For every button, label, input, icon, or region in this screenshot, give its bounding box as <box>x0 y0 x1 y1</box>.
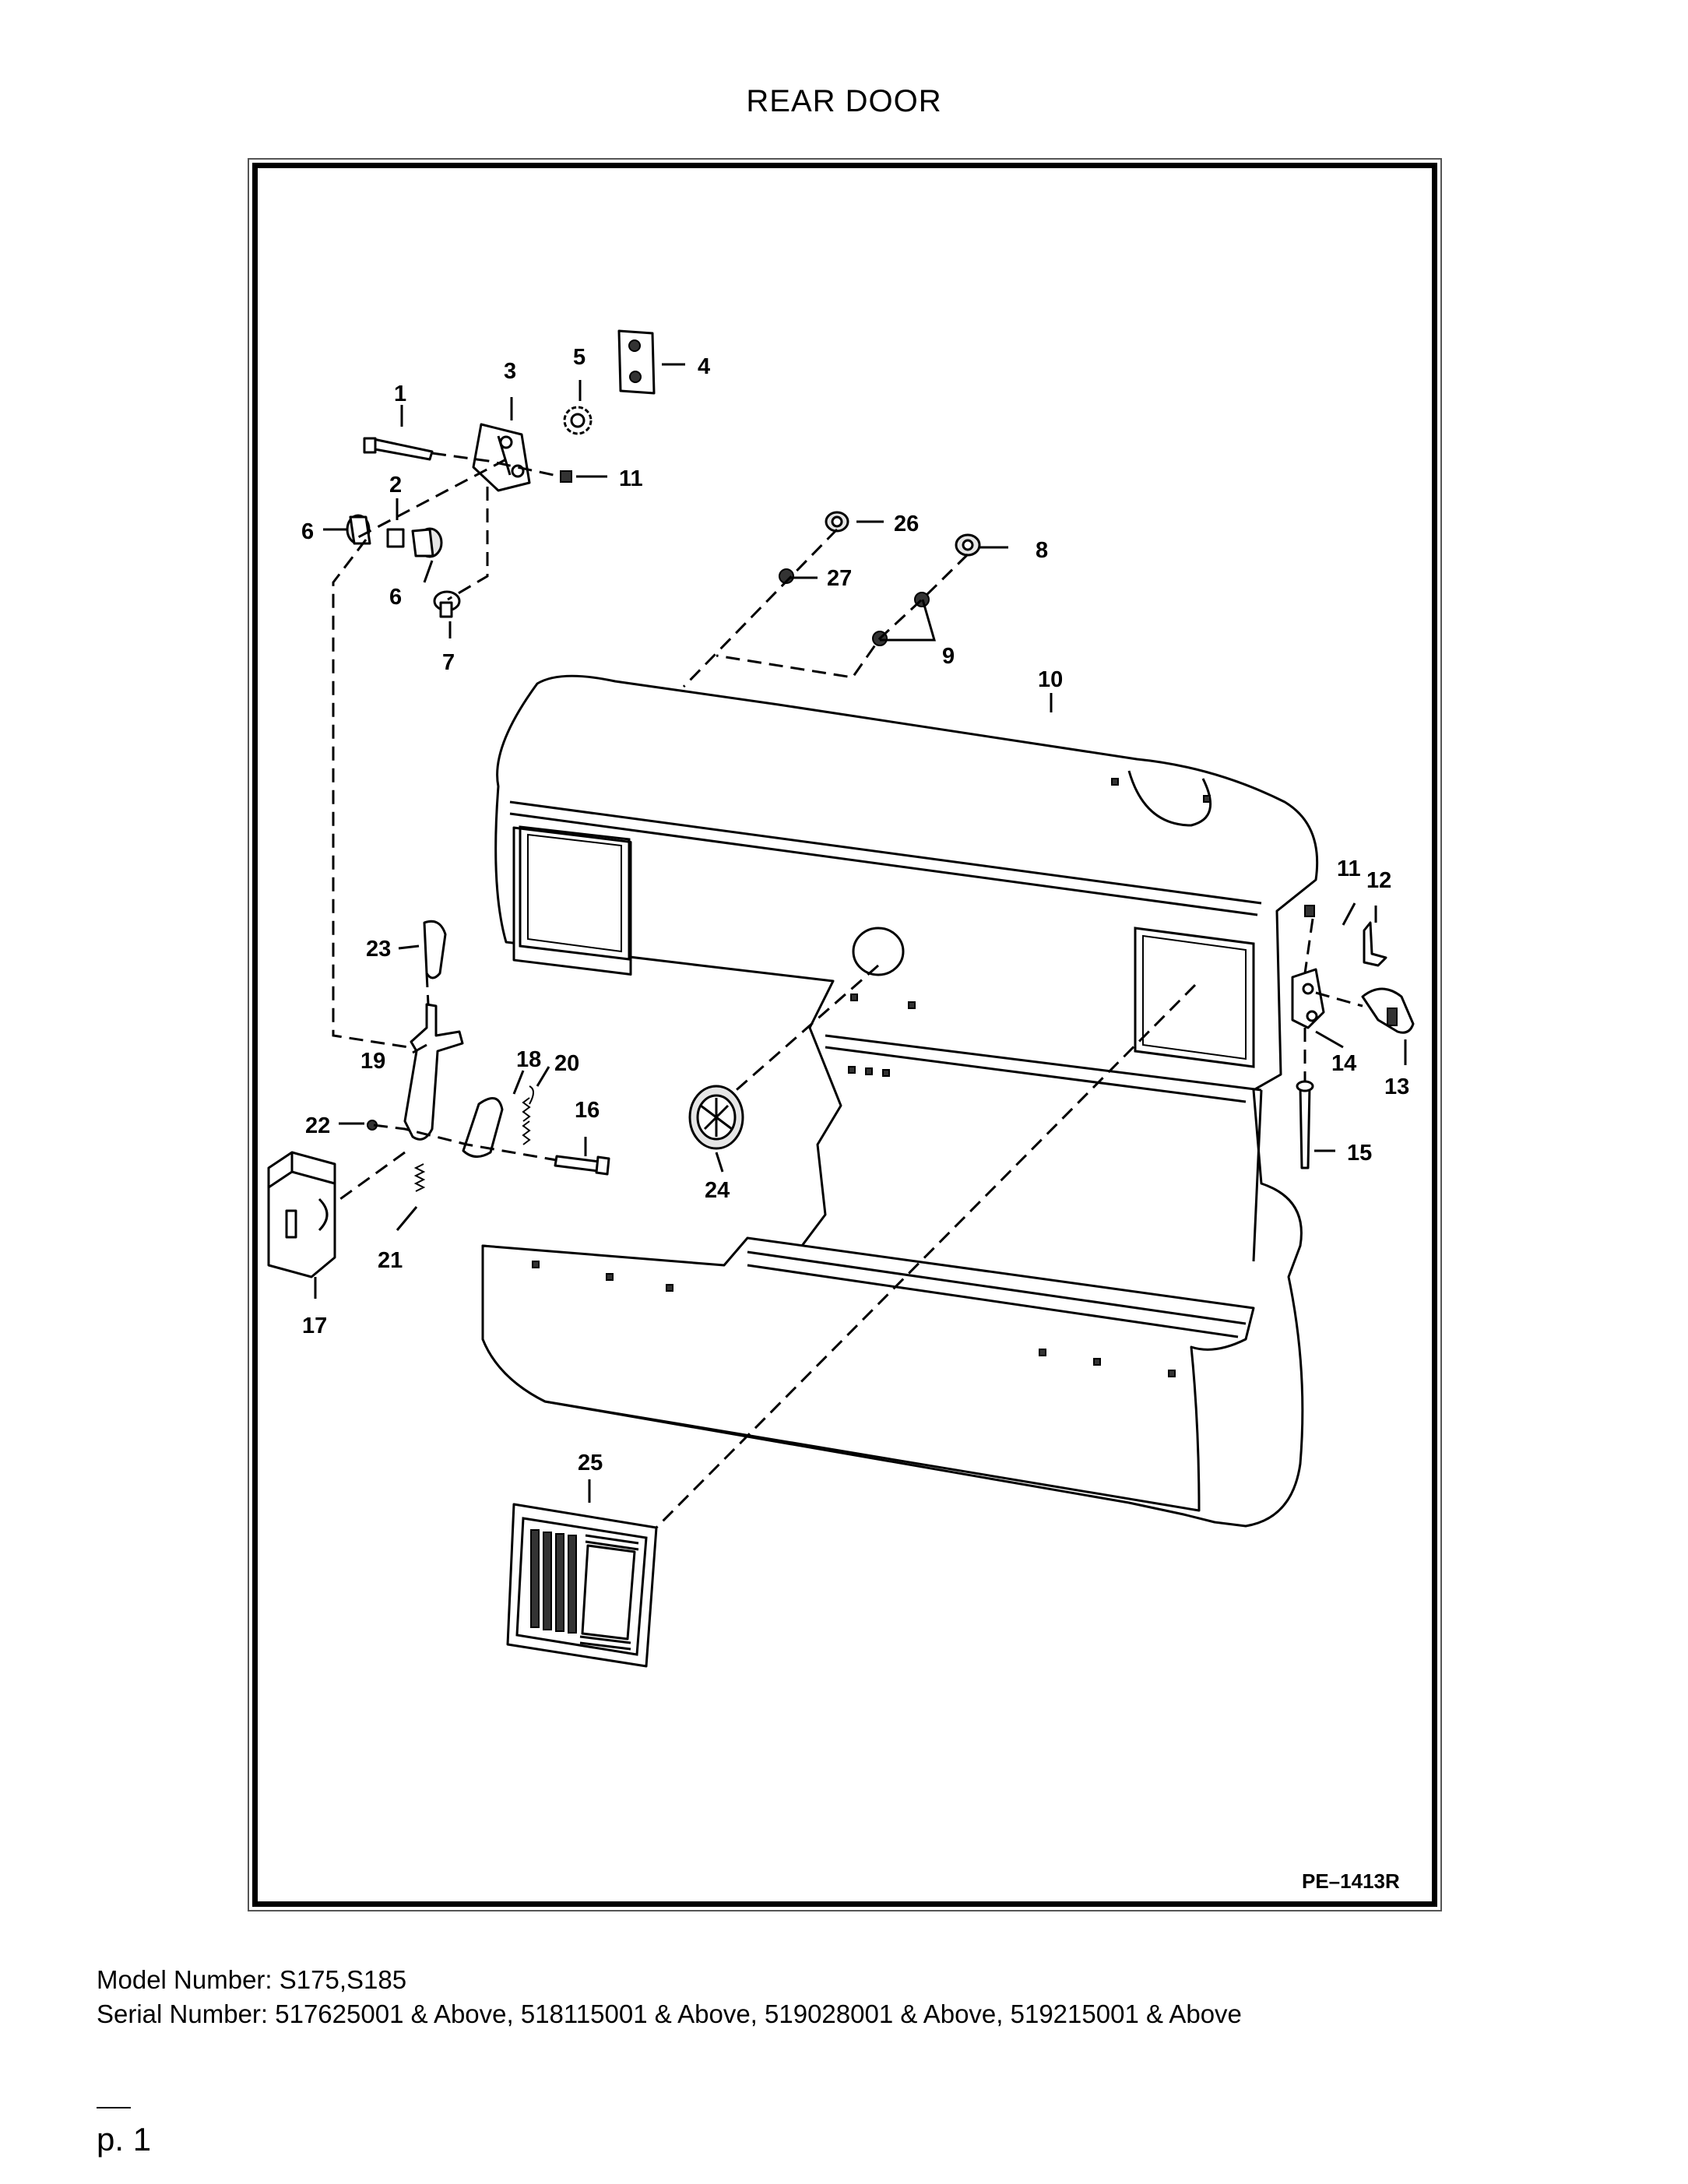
callout-25: 25 <box>578 1451 603 1475</box>
callout-23: 23 <box>366 937 391 962</box>
top-fasteners <box>779 511 981 646</box>
latch-cam <box>462 1097 504 1158</box>
serial-number: Serial Number: 517625001 & Above, 518115… <box>97 1999 1242 2028</box>
hinge-plate <box>617 329 656 395</box>
lock-washer <box>563 406 593 435</box>
callout-6a: 6 <box>301 519 314 544</box>
callout-labels: 1 2 3 4 5 6 6 7 8 9 10 11 11 12 13 14 15… <box>301 345 1409 1893</box>
callout-3: 3 <box>504 359 516 384</box>
hinge-bolt <box>363 437 434 461</box>
right-latch-parts <box>1291 905 1415 1169</box>
callout-15: 15 <box>1347 1141 1372 1166</box>
callout-10: 10 <box>1038 667 1063 692</box>
door-panel <box>481 674 1319 1528</box>
model-number: Model Number: S175,S185 <box>97 1965 407 1994</box>
callout-6b: 6 <box>389 585 402 610</box>
callout-4: 4 <box>698 354 710 379</box>
latch-spring <box>522 1085 534 1145</box>
callout-20: 20 <box>554 1051 579 1076</box>
figure-frame-outer <box>248 158 1442 1911</box>
latch-handle <box>423 920 447 979</box>
callout-7: 7 <box>442 650 455 675</box>
callout-14: 14 <box>1331 1051 1356 1076</box>
callout-27: 27 <box>827 566 852 591</box>
vent-grille <box>506 1503 658 1668</box>
hinge-nut <box>560 470 572 483</box>
callout-22: 22 <box>305 1113 330 1138</box>
hinge-bracket <box>472 423 531 492</box>
callout-21: 21 <box>378 1248 403 1273</box>
callout-leaders <box>314 363 1407 1503</box>
callout-11b: 11 <box>1337 856 1361 881</box>
callout-11a: 11 <box>619 466 643 491</box>
figure-reference: PE–1413R <box>1302 1869 1400 1893</box>
callout-12: 12 <box>1366 868 1391 893</box>
callout-1: 1 <box>394 382 406 406</box>
callout-24: 24 <box>705 1178 730 1203</box>
return-spring <box>413 1163 426 1192</box>
callout-5: 5 <box>573 345 586 370</box>
callout-13: 13 <box>1384 1074 1409 1099</box>
figure-frame <box>252 163 1437 1907</box>
dashed-reference-lines <box>332 452 1363 1529</box>
page-divider <box>97 2107 131 2108</box>
door-knob <box>688 1085 744 1150</box>
latch-housing <box>267 1151 336 1278</box>
callout-2: 2 <box>389 473 402 498</box>
callout-19: 19 <box>360 1049 385 1074</box>
knob-boss <box>852 927 905 976</box>
callout-26: 26 <box>894 512 919 536</box>
page-number: p. 1 <box>97 2121 152 2158</box>
bushings <box>346 514 443 558</box>
callout-16: 16 <box>575 1098 600 1123</box>
callout-17: 17 <box>302 1314 327 1338</box>
latch-lever <box>403 1003 464 1141</box>
latch-bolt <box>554 1155 610 1176</box>
callout-18: 18 <box>516 1047 541 1072</box>
callout-9: 9 <box>942 644 955 669</box>
hinge-screw <box>433 590 461 618</box>
callout-8: 8 <box>1036 538 1048 563</box>
page-title: REAR DOOR <box>746 84 942 118</box>
